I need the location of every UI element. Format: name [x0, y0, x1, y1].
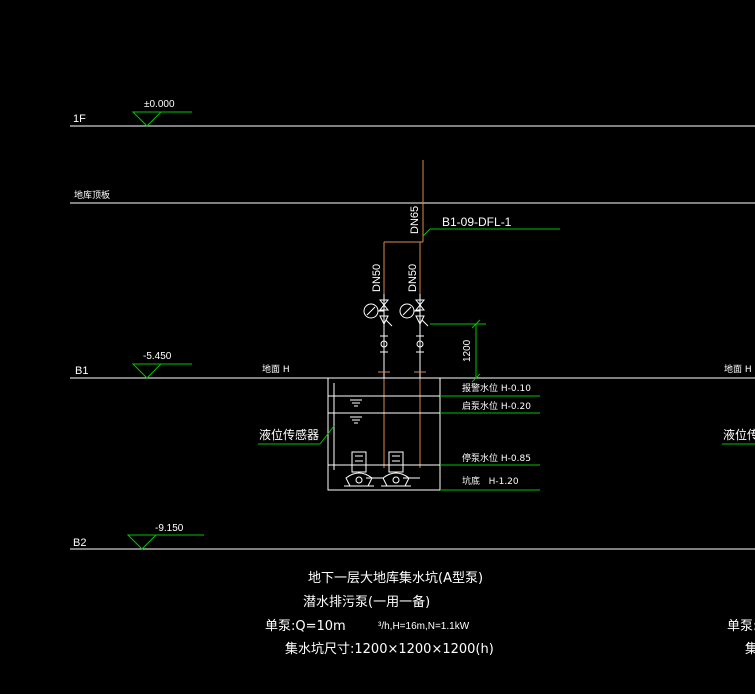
caption-right-fragment-1: 单泵: — [727, 619, 755, 634]
elevation-triangle-b1 — [131, 363, 163, 379]
dim-tick-top — [471, 319, 481, 329]
elevation-text-b2: -9.150 — [155, 523, 184, 534]
slab-label: 地库顶板 — [74, 189, 110, 201]
union-icon — [416, 340, 424, 348]
sump-pit: 液位传感器 液位传 — [258, 377, 755, 491]
level-name-1f: 1F — [73, 113, 86, 125]
check-valve-tick — [385, 319, 393, 327]
level-name-b1: B1 — [75, 365, 88, 377]
dim-tick-bottom — [471, 373, 481, 383]
union-icon — [380, 340, 388, 348]
sensor-label-right: 液位传 — [723, 427, 755, 442]
water-level-bottom: 坑底 H-1.20 — [462, 475, 519, 487]
level-name-b2: B2 — [73, 537, 86, 549]
elevation-text-1f: ±0.000 — [144, 99, 175, 110]
gauge-needle — [366, 306, 376, 316]
valve-assembly-right — [399, 299, 429, 353]
submersible-pump-icon — [344, 451, 374, 487]
water-surface-icon — [350, 416, 362, 424]
roof-slab: 地库顶板 — [70, 189, 755, 204]
sensor-leader-diag — [319, 425, 335, 445]
valve-assembly-left — [363, 299, 393, 353]
elevation-triangle-1f — [131, 111, 163, 127]
caption-right-fragment-2: 集 — [745, 641, 755, 657]
caption-pit-size: 集水坑尺寸:1200×1200×1200(h) — [285, 641, 494, 657]
pipe-system: B1-09-DFL-1 DN65 DN50 DN50 — [363, 160, 560, 468]
submersible-pump-icon — [381, 451, 411, 487]
water-level-labels: 报警水位 H-0.10 启泵水位 H-0.20 停泵水位 H-0.85 坑底 H… — [440, 382, 540, 491]
floor-label-right: 地面 H — [724, 363, 752, 375]
elevation-text-b1: -5.450 — [143, 351, 172, 362]
water-level-alarm: 报警水位 H-0.10 — [462, 382, 531, 394]
level-b2: B2 -9.150 — [70, 523, 755, 550]
gate-valve-icon — [414, 299, 426, 311]
main-pipe-size: DN65 — [409, 206, 421, 234]
water-level-stop: 停泵水位 H-0.85 — [462, 452, 531, 464]
branch-size-right: DN50 — [407, 264, 419, 292]
elevation-triangle-b2 — [126, 534, 158, 550]
caption-title: 地下一层大地库集水坑(A型泵) — [308, 570, 483, 586]
dimension-1200: 1200 — [430, 319, 486, 383]
dimension-text: 1200 — [462, 339, 473, 362]
level-1f: 1F ±0.000 — [70, 99, 755, 127]
riser-tag-tick — [422, 228, 431, 237]
sensor-label: 液位传感器 — [259, 427, 319, 442]
level-b1: B1 -5.450 地面 H 地面 H — [70, 351, 755, 379]
water-surface-icon — [350, 399, 362, 407]
gate-valve-icon — [378, 299, 390, 311]
check-valve-tick — [421, 319, 429, 327]
caption-pump-type: 潜水排污泵(一用一备) — [303, 594, 430, 610]
caption-spec-prefix: 单泵:Q=10m — [265, 619, 346, 634]
branch-size-left: DN50 — [371, 264, 383, 292]
gauge-needle — [402, 306, 412, 316]
floor-label: 地面 H — [262, 363, 290, 375]
caption: 地下一层大地库集水坑(A型泵) 潜水排污泵(一用一备) 单泵:Q=10m ³/h… — [265, 570, 755, 657]
caption-spec-suffix: ³/h,H=16m,N=1.1kW — [378, 621, 470, 632]
riser-tag: B1-09-DFL-1 — [442, 215, 512, 229]
water-level-start: 启泵水位 H-0.20 — [462, 400, 531, 412]
